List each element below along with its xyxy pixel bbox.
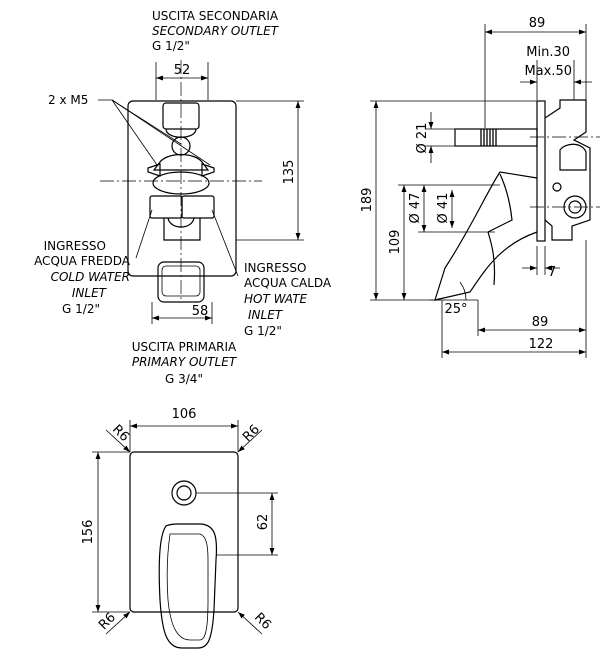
plate-lever xyxy=(158,523,218,649)
side-valve-cap xyxy=(559,143,587,171)
cover-plate-view: 106 156 62 R6 R6 R6 R6 xyxy=(81,407,278,649)
radius-br-text: R6 xyxy=(251,610,274,633)
front-primary-outlet-inner xyxy=(161,265,201,297)
radius-bl-text: R6 xyxy=(96,610,119,633)
primary-outlet-it: USCITA PRIMARIA xyxy=(132,340,237,354)
cover-plate xyxy=(129,451,239,613)
side-valve-body xyxy=(544,99,591,241)
dim-d21-text: Ø 21 xyxy=(415,123,430,154)
dim-d41-text: Ø 41 xyxy=(436,193,451,224)
wall-max-text: Max.50 xyxy=(524,64,572,79)
dim-189-text: 189 xyxy=(360,188,375,213)
radius-leader-bl xyxy=(105,611,131,635)
side-lever-inner xyxy=(487,173,513,233)
dim-58-text: 58 xyxy=(192,304,209,319)
dim-angle-text: 25° xyxy=(444,302,467,317)
secondary-outlet-size: G 1/2" xyxy=(152,39,190,53)
side-valve-screw xyxy=(552,182,562,192)
radius-leader-tl xyxy=(105,429,131,453)
dim-106-text: 106 xyxy=(172,407,197,422)
front-valve-ring xyxy=(152,171,210,195)
hot-inlet-en2: INLET xyxy=(248,308,284,322)
screws-label: 2 x M5 xyxy=(48,93,88,107)
dim-angle-arc xyxy=(459,281,467,301)
primary-outlet-en: PRIMARY OUTLET xyxy=(132,355,238,369)
cold-inlet-size: G 1/2" xyxy=(62,302,100,316)
dim-side-89-bottom-text: 89 xyxy=(532,315,549,330)
dim-156-text: 156 xyxy=(81,520,96,545)
side-knob-knurl xyxy=(480,129,497,146)
leader-hot-inlet xyxy=(211,209,239,277)
dim-122-text: 122 xyxy=(529,337,554,352)
leader-screw-right xyxy=(111,99,211,166)
dim-side-89-top-text: 89 xyxy=(529,16,546,31)
primary-outlet-size: G 3/4" xyxy=(165,372,203,386)
dim-d47-text: Ø 47 xyxy=(408,193,423,224)
plate-selector-inner xyxy=(176,485,192,501)
secondary-outlet-en: SECONDARY OUTLET xyxy=(152,24,280,38)
dim-52-text: 52 xyxy=(174,63,191,78)
front-back-plate xyxy=(127,100,237,277)
side-lever-curve xyxy=(487,231,496,286)
hot-inlet-it1: INGRESSO xyxy=(244,261,306,275)
front-secondary-outlet-port xyxy=(162,102,200,130)
cold-inlet-it1: INGRESSO xyxy=(44,239,106,253)
hot-inlet-it2: ACQUA CALDA xyxy=(244,276,332,290)
radius-tl-text: R6 xyxy=(109,422,132,445)
side-wall-plate xyxy=(536,100,546,242)
dim-135-text: 135 xyxy=(282,160,297,185)
front-cartridge-body xyxy=(152,153,210,171)
cold-inlet-en1: COLD WATER xyxy=(51,270,130,284)
front-primary-outlet xyxy=(157,261,205,303)
front-view: USCITA SECONDARIA SECONDARY OUTLET G 1/2… xyxy=(34,9,332,386)
hot-inlet-en1: HOT WATE xyxy=(244,292,308,306)
front-hot-inlet-port xyxy=(181,195,215,219)
cold-inlet-it2: ACQUA FREDDA xyxy=(34,254,131,268)
radius-tr-text: R6 xyxy=(240,422,263,445)
front-cold-inlet-port xyxy=(149,195,183,219)
hot-inlet-size: G 1/2" xyxy=(244,324,282,338)
dim-109-text: 109 xyxy=(388,230,403,255)
front-lower-curve xyxy=(167,217,195,228)
front-lower-body xyxy=(163,218,201,241)
plate-selector-outer xyxy=(171,480,197,506)
dim-62-text: 62 xyxy=(256,514,271,531)
leader-cold-inlet xyxy=(135,209,153,259)
cold-inlet-en2: INLET xyxy=(72,286,108,300)
radius-leader-br xyxy=(237,611,263,635)
wall-min-text: Min.30 xyxy=(526,45,570,60)
radius-leader-tr xyxy=(237,429,263,453)
side-view: 89 Min.30 Max.50 189 109 Ø 21 Ø 47 Ø 41 … xyxy=(360,16,600,358)
side-lever-handle xyxy=(434,171,538,301)
dim-7-text: 7 xyxy=(548,265,556,280)
secondary-outlet-it: USCITA SECONDARIA xyxy=(152,9,279,23)
plate-lever-inner xyxy=(166,533,209,641)
